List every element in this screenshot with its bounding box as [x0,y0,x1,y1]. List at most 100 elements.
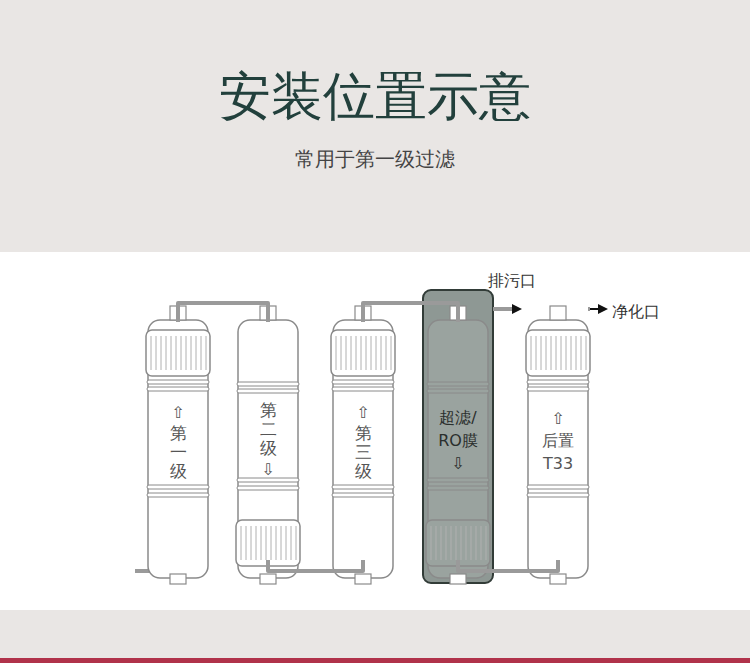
cap-grip [466,526,467,560]
cap-grip [161,336,162,370]
stage-label: 第二级 [260,401,277,457]
cap-grip [256,526,257,560]
bottom-fitting [170,574,186,584]
cap-grip [191,336,192,370]
cap-grip [546,336,547,370]
water-pipe [458,560,558,571]
cartridge-cap [526,330,590,376]
cap-grip [196,336,197,370]
cap-grip [566,336,567,370]
cartridge-band [237,382,299,386]
cartridge-band [427,486,489,490]
cap-grip [281,526,282,560]
cap-grip [536,336,537,370]
bottom-fitting [260,574,276,584]
drain-pipe [493,307,515,311]
cap-grip [351,336,352,370]
highlight-box [423,290,493,583]
cartridge-band [427,478,489,482]
cap-grip [531,336,532,370]
cap-grip [341,336,342,370]
bottom-rule [0,658,750,663]
filter-cartridge: ⇧后置 T33 [528,322,588,560]
filter-cartridge: 超滤/ RO膜 ⇩ [428,322,488,560]
cap-grip [251,526,252,560]
bottom-fitting [450,574,466,584]
cap-grip [541,336,542,370]
port-label: 净化口 [612,302,660,323]
cap-grip [576,336,577,370]
cartridge-band [332,380,394,384]
cap-grip [586,336,587,370]
cap-grip [581,336,582,370]
cap-grip [366,336,367,370]
water-pipe [268,560,363,571]
water-pipe [363,303,458,322]
cap-grip [286,526,287,560]
top-fitting [550,306,566,320]
cap-grip [441,526,442,560]
bottom-band [0,610,750,658]
cartridge-band [147,380,209,384]
cartridge-band [237,478,299,482]
cap-grip [571,336,572,370]
cap-grip [391,336,392,370]
cap-grip [386,336,387,370]
caption: 常用于第一级过滤 [0,146,750,173]
cartridge-band [237,486,299,490]
cartridge-cap [146,330,210,376]
stage-label: 第三级 [355,424,372,480]
cap-grip [336,336,337,370]
cartridge-cap [426,520,490,566]
cap-grip [296,526,297,560]
cap-grip [561,336,562,370]
cap-grip [556,336,557,370]
stage-label: 后置 T33 [532,430,584,475]
bottom-fitting [355,574,371,584]
cap-grip [246,526,247,560]
cartridge-band [427,382,489,386]
cartridge-band [527,485,589,489]
bottom-fitting [550,574,566,584]
cap-grip [241,526,242,560]
flow-arrow: ⇩ [451,454,464,473]
cap-grip [181,336,182,370]
cartridge-band [527,380,589,384]
cartridge-cap [236,520,300,566]
cap-grip [346,336,347,370]
cartridge-band [147,387,209,391]
stage-label: 超滤/ RO膜 [432,407,484,452]
cartridge-band [527,493,589,497]
cap-grip [446,526,447,560]
cap-grip [156,336,157,370]
cap-grip [456,526,457,560]
cap-grip [476,526,477,560]
cartridge-band [332,387,394,391]
cap-grip [176,336,177,370]
cap-grip [481,526,482,560]
cap-grip [206,336,207,370]
cap-grip [151,336,152,370]
cartridge-band [147,493,209,497]
cap-grip [551,336,552,370]
cap-grip [201,336,202,370]
cap-grip [431,526,432,560]
cartridge-band [332,493,394,497]
cartridge-band [527,387,589,391]
outlet-arrow [598,304,608,314]
cap-grip [166,336,167,370]
drain-arrow [512,304,522,314]
cap-grip [261,526,262,560]
cap-grip [171,336,172,370]
filter-cartridge: ⇧第一级 [148,322,208,560]
cap-grip [361,336,362,370]
filter-cartridge: ⇧ 第三级 [333,322,393,560]
cartridge-band [237,389,299,393]
cap-grip [486,526,487,560]
filter-cartridge: 第二级⇩ [238,322,298,560]
cap-grip [461,526,462,560]
cap-grip [186,336,187,370]
flow-arrow: ⇧ [356,403,369,422]
title: 安装位置示意 [0,62,750,132]
cartridge-cap [331,330,395,376]
